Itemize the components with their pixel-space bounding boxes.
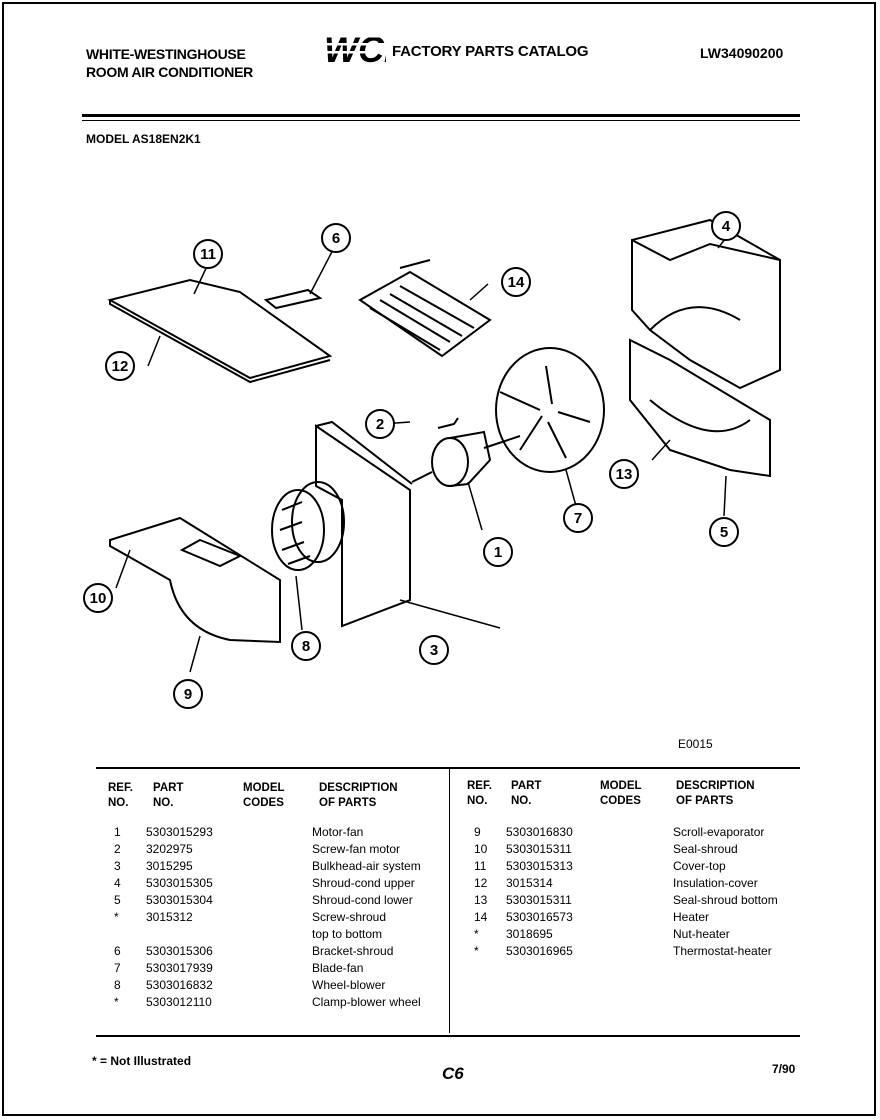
shroud-lower-part	[629, 338, 771, 478]
callout-12: 12	[105, 351, 135, 381]
shroud-upper-part	[631, 218, 781, 390]
svg-text:6: 6	[332, 230, 340, 247]
callout-2: 2	[365, 409, 395, 439]
model-number: MODEL AS18EN2K1	[86, 132, 201, 146]
wci-logo: WCI	[322, 29, 386, 68]
page-number: C6	[442, 1064, 464, 1083]
svg-text:14: 14	[508, 274, 525, 291]
svg-text:3: 3	[430, 642, 438, 659]
exploded-parts-diagram: 11 6 12 14 4 2 13 7 5 1 10 8 3 9	[83, 211, 781, 709]
svg-text:5: 5	[720, 524, 728, 541]
brand-line-1: WHITE-WESTINGHOUSE	[86, 46, 246, 62]
callout-8: 8	[291, 631, 321, 661]
callout-7: 7	[563, 503, 593, 533]
callout-3: 3	[419, 635, 449, 665]
revision-date: 7/90	[772, 1062, 796, 1076]
callout-1: 1	[483, 537, 513, 567]
header-rule-thin	[82, 120, 800, 121]
callout-4: 4	[711, 211, 741, 241]
svg-text:7: 7	[574, 510, 582, 527]
callout-5: 5	[709, 517, 739, 547]
fan-blade-part	[495, 347, 605, 473]
logo-lettering: WCI	[324, 29, 386, 68]
brand-block: WHITE-WESTINGHOUSE ROOM AIR CONDITIONER	[86, 45, 253, 81]
not-illustrated-note: * = Not Illustrated	[92, 1054, 192, 1068]
cover-top-part	[107, 278, 333, 384]
callout-11: 11	[193, 239, 223, 269]
blower-wheel-part	[271, 481, 345, 571]
svg-text:2: 2	[376, 416, 384, 433]
diagram-code: E0015	[678, 737, 713, 751]
header-rule-thick	[82, 114, 800, 117]
callout-9: 9	[173, 679, 203, 709]
svg-text:13: 13	[616, 466, 633, 483]
scroll-evaporator-part	[109, 516, 281, 644]
header-ref-left: REF.NO.	[108, 782, 133, 809]
svg-text:11: 11	[200, 246, 216, 263]
brand-line-2: ROOM AIR CONDITIONER	[86, 64, 253, 80]
motor-part	[411, 430, 521, 487]
callouts: 11 6 12 14 4 2 13 7 5 1 10 8 3 9	[83, 211, 741, 709]
table-divider	[449, 767, 450, 1033]
svg-text:8: 8	[302, 638, 310, 655]
catalog-title: FACTORY PARTS CATALOG	[392, 43, 589, 60]
svg-text:10: 10	[90, 590, 107, 607]
heater-part	[358, 259, 492, 358]
header-ref-right: REF.NO.	[467, 780, 492, 807]
callout-10: 10	[83, 583, 113, 613]
callout-14: 14	[501, 267, 531, 297]
svg-text:1: 1	[494, 544, 502, 561]
document-number: LW34090200	[700, 45, 784, 61]
callout-6: 6	[321, 223, 351, 253]
svg-text:9: 9	[184, 686, 192, 703]
svg-text:4: 4	[722, 218, 731, 235]
screw-part	[437, 417, 459, 429]
callout-13: 13	[609, 459, 639, 489]
table-row: top to bottom	[312, 927, 383, 941]
parts-table	[96, 767, 800, 1037]
svg-text:12: 12	[112, 358, 129, 375]
bracket-shroud-part	[263, 288, 323, 310]
bulkhead-part	[315, 420, 413, 628]
